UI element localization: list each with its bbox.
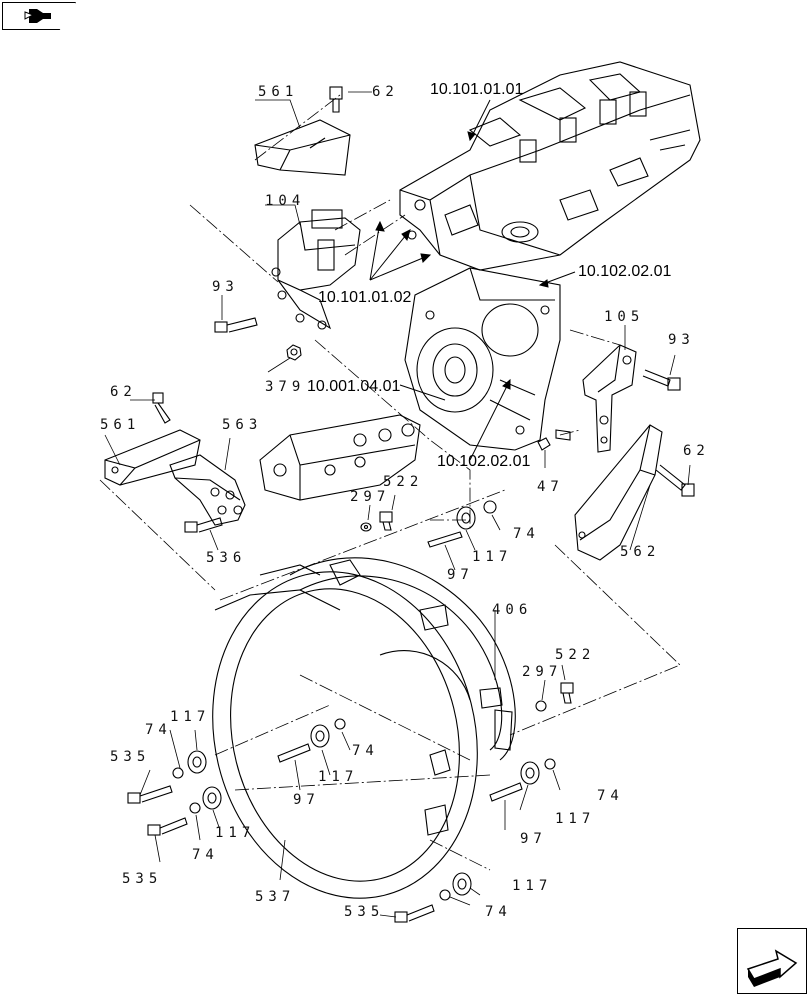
part-label-562: 562	[620, 544, 661, 560]
bolt-93-left	[214, 317, 258, 333]
part-label-117-mid: 117	[318, 769, 359, 785]
part-label-297-lower: 297	[522, 664, 563, 680]
spacer-47	[537, 429, 571, 451]
part-label-62-right: 62	[683, 443, 710, 459]
bracket-561-top	[254, 119, 351, 176]
part-label-93-left: 93	[212, 279, 239, 295]
bolt-93-right	[642, 369, 681, 391]
part-label-74-bottom: 74	[485, 904, 512, 920]
part-label-406: 406	[492, 602, 533, 618]
alignment-lines	[99, 94, 681, 871]
fan-shroud-537	[212, 564, 478, 899]
part-label-105: 105	[604, 309, 645, 325]
section-ref-front-cover-lower[interactable]: 10.102.02.01	[437, 453, 531, 470]
bushing-117-right	[520, 761, 540, 785]
section-ref-front-cover-upper[interactable]: 10.102.02.01	[578, 263, 672, 280]
part-label-522-upper: 522	[383, 474, 424, 490]
block-piece	[259, 414, 421, 501]
part-label-536: 536	[206, 550, 247, 566]
cylinder-head	[399, 61, 701, 271]
bushing-117-mid	[310, 724, 330, 748]
washer-74-top	[483, 500, 497, 514]
fan-guard-406	[289, 557, 516, 836]
washer-297-upper	[360, 522, 372, 532]
part-label-297-upper: 297	[350, 489, 391, 505]
section-ref-cylinder-head[interactable]: 10.101.01.01	[430, 81, 524, 98]
part-label-104: 104	[265, 193, 306, 209]
bracket-563	[169, 454, 246, 526]
bolt-522-upper	[379, 511, 393, 531]
part-label-74-right: 74	[597, 788, 624, 804]
next-page-arrow-glyph	[746, 949, 798, 987]
bolt-62-left	[152, 392, 171, 424]
part-label-117-left-lower: 117	[215, 825, 256, 841]
part-label-535-lower: 535	[122, 871, 163, 887]
bolt-535-lower	[147, 817, 188, 836]
part-label-379: 379	[265, 379, 306, 395]
washer-74-left-lower	[189, 802, 201, 814]
book-arrow-glyph	[24, 9, 51, 23]
part-label-117-right: 117	[555, 811, 596, 827]
part-label-97-mid: 97	[293, 792, 320, 808]
bushing-117-top	[456, 506, 476, 530]
part-label-561-top: 561	[258, 84, 299, 100]
bolt-535-upper	[127, 785, 173, 804]
part-label-47: 47	[537, 479, 564, 495]
part-label-97-top: 97	[447, 567, 474, 583]
part-label-535-bottom: 535	[344, 904, 385, 920]
next-page-arrow-icon[interactable]	[737, 928, 807, 994]
bracket-105	[582, 344, 637, 453]
bracket-104	[271, 209, 361, 330]
washer-74-left-upper	[172, 767, 184, 779]
part-label-117-bottom: 117	[512, 878, 553, 894]
part-label-117-top: 117	[472, 549, 513, 565]
part-label-97-right: 97	[520, 831, 547, 847]
bolt-535-bottom	[394, 904, 435, 923]
part-label-74-left-lower: 74	[192, 847, 219, 863]
bolt-522-lower	[560, 682, 574, 704]
pin-97-top	[427, 531, 463, 548]
part-label-62-left: 62	[110, 384, 137, 400]
part-label-74-mid: 74	[352, 743, 379, 759]
pin-97-mid-left	[277, 743, 311, 763]
bushing-117-bottom	[452, 872, 472, 896]
leader-lines	[104, 91, 691, 918]
bracket-562	[574, 424, 663, 561]
part-label-74-top: 74	[513, 526, 540, 542]
bushing-117-left-lower	[202, 786, 222, 810]
section-ref-block[interactable]: 10.001.04.01	[307, 378, 401, 395]
part-label-561-left: 561	[100, 417, 141, 433]
nut-379	[286, 344, 302, 361]
part-label-563: 563	[222, 417, 263, 433]
part-label-93-right: 93	[668, 332, 695, 348]
front-cover	[404, 267, 561, 451]
bushing-117-left-upper	[187, 750, 207, 774]
section-ref-head-bolts[interactable]: 10.101.01.02	[318, 289, 412, 306]
part-label-117-left-upper: 117	[170, 709, 211, 725]
part-label-74-left-upper: 74	[145, 722, 172, 738]
washer-74-right	[544, 758, 556, 770]
part-label-62-top: 62	[372, 84, 399, 100]
reference-arrows	[369, 99, 576, 461]
part-label-535-upper: 535	[110, 749, 151, 765]
bracket-561-left	[104, 429, 201, 486]
washer-74-bottom	[439, 889, 451, 901]
washer-297-lower	[535, 700, 547, 712]
bolt-536	[184, 517, 223, 533]
pin-97-right	[489, 782, 523, 802]
part-label-537: 537	[255, 889, 296, 905]
bolt-62-top	[329, 86, 343, 113]
washer-74-mid	[334, 718, 346, 730]
part-label-522-lower: 522	[555, 647, 596, 663]
